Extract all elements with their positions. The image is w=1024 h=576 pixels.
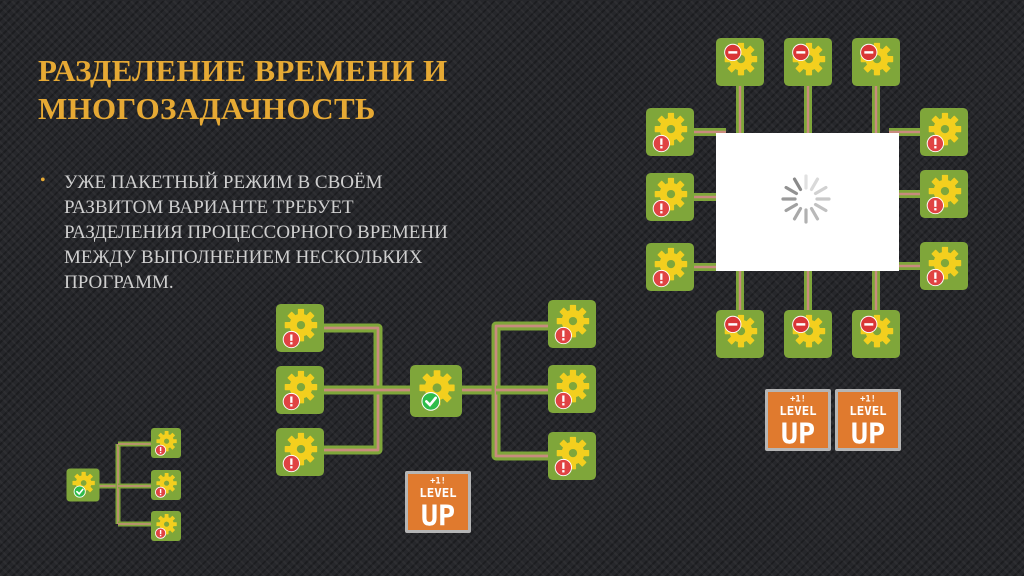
minus-icon — [792, 315, 810, 334]
hub-bottom-process — [784, 310, 832, 358]
checkmark-icon — [421, 392, 441, 411]
slide-title: Разделение времени и многозадачность — [38, 53, 448, 126]
level-up-plus: +1! — [860, 394, 876, 404]
level-up-plus: +1! — [790, 394, 806, 404]
minus-icon — [860, 43, 878, 62]
bullet-icon: • — [40, 172, 46, 189]
exclamation-icon — [155, 444, 167, 456]
small-child-process — [151, 470, 181, 500]
hub-top-process — [852, 38, 900, 86]
minus-icon — [792, 43, 810, 62]
hub-right-process — [920, 108, 968, 156]
hub-bottom-process — [716, 310, 764, 358]
medium-root-process — [410, 365, 462, 417]
exclamation-icon — [155, 527, 167, 539]
wires-layer — [83, 62, 944, 527]
minus-icon — [724, 315, 742, 334]
exclamation-icon — [652, 199, 671, 218]
nodes-layer — [66, 38, 968, 541]
bullet-list: • Уже пакетный режим в своём развитом ва… — [38, 170, 458, 295]
exclamation-icon — [926, 268, 945, 287]
medium-child-process — [548, 300, 596, 348]
small-child-process — [151, 428, 181, 458]
level-up-up: UP — [781, 418, 815, 451]
exclamation-icon — [554, 458, 573, 477]
hub-bottom-process — [852, 310, 900, 358]
exclamation-icon — [926, 196, 945, 215]
level-up-level: LEVEL — [779, 403, 816, 418]
hub-right-process — [920, 242, 968, 290]
level-up-level: LEVEL — [419, 485, 456, 500]
bullet-item: • Уже пакетный режим в своём развитом ва… — [38, 170, 458, 295]
level-up-up: UP — [851, 418, 885, 451]
loading-panel — [716, 133, 899, 271]
exclamation-icon — [926, 134, 945, 153]
hub-left-process — [646, 173, 694, 221]
checkmark-icon — [73, 485, 86, 498]
exclamation-icon — [554, 326, 573, 345]
exclamation-icon — [554, 391, 573, 410]
exclamation-icon — [282, 330, 300, 349]
hub-right-process — [920, 170, 968, 218]
hub-left-process — [646, 108, 694, 156]
level-up-up: UP — [421, 500, 455, 533]
bullet-text: Уже пакетный режим в своём развитом вари… — [64, 172, 448, 293]
exclamation-icon — [652, 269, 671, 288]
level-up-level: LEVEL — [849, 403, 886, 418]
small-root-process — [66, 468, 100, 502]
exclamation-icon — [282, 454, 300, 473]
level-up-plus: +1! — [430, 476, 446, 486]
medium-child-process — [276, 428, 324, 476]
hub-left-process — [646, 243, 694, 291]
exclamation-icon — [652, 134, 671, 153]
minus-icon — [860, 315, 878, 334]
small-child-process — [151, 511, 181, 541]
hub-top-process — [784, 38, 832, 86]
loading-spinner-icon — [781, 174, 831, 224]
exclamation-icon — [155, 486, 167, 498]
medium-child-process — [548, 365, 596, 413]
exclamation-icon — [282, 392, 300, 411]
minus-icon — [724, 43, 742, 62]
medium-child-process — [276, 366, 324, 414]
medium-child-process — [548, 432, 596, 480]
medium-child-process — [276, 304, 324, 352]
hub-top-process — [716, 38, 764, 86]
